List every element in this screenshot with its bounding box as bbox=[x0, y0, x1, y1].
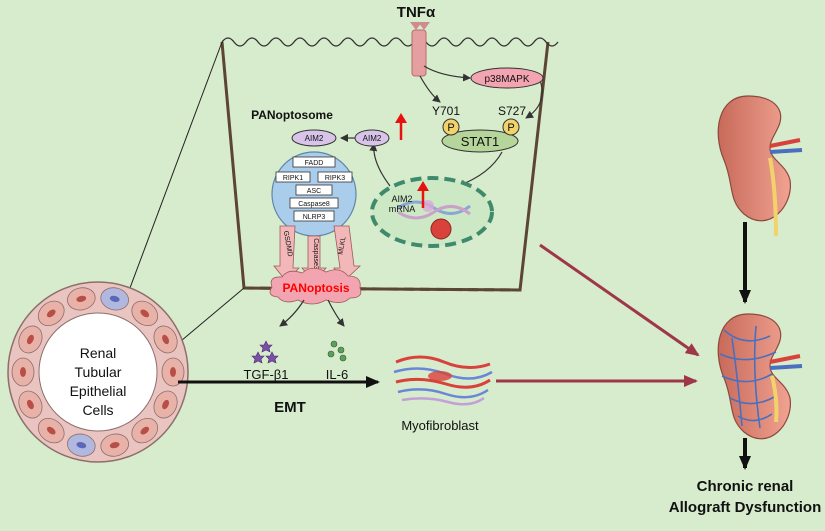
epithelial-nucleus bbox=[26, 334, 34, 345]
emt-label: EMT bbox=[274, 399, 306, 416]
epithelial-nucleus bbox=[46, 309, 56, 318]
il6-molecule-icon bbox=[327, 340, 347, 362]
cells-label-line3: Epithelial bbox=[70, 383, 127, 399]
stat1-label: STAT1 bbox=[461, 134, 500, 149]
cell-membrane bbox=[221, 37, 559, 47]
component-ripk1 bbox=[275, 171, 311, 183]
epithelial-nucleus bbox=[140, 426, 150, 435]
arrow-mrna-to-aim2 bbox=[369, 143, 391, 187]
aim2-gene-label: AIM2 bbox=[391, 194, 412, 204]
renal-tubule bbox=[7, 281, 189, 463]
component-nlrp3 bbox=[293, 210, 335, 222]
component-ripk3-label: RIPK3 bbox=[325, 175, 345, 182]
outcome-line2: Allograft Dysfunction bbox=[669, 499, 822, 516]
epithelial-nucleus bbox=[26, 399, 34, 410]
site-s727-label: S727 bbox=[498, 104, 526, 118]
effector-mlkl-label: MLKL bbox=[337, 236, 347, 255]
tnf-receptor bbox=[410, 22, 430, 77]
aim2-up-arrow-icon bbox=[395, 113, 407, 140]
arrow-receptor-to-p38 bbox=[423, 65, 471, 82]
panoptosis-label: PANoptosis bbox=[282, 281, 349, 295]
epithelial-nucleus bbox=[109, 295, 120, 303]
phospho-s727-label: P bbox=[507, 122, 514, 134]
outcome-line1: Chronic renal bbox=[697, 478, 794, 495]
epithelial-nucleus bbox=[162, 399, 170, 410]
panoptosome-title: PANoptosome bbox=[251, 108, 333, 122]
arrow-to-tgfb1 bbox=[279, 299, 305, 327]
cell-dashed-base bbox=[243, 286, 521, 292]
epithelial-nucleus bbox=[76, 295, 87, 303]
component-caspase8 bbox=[289, 197, 339, 209]
panoptosome-aim2-label: AIM2 bbox=[305, 134, 324, 143]
panoptosome-aim2 bbox=[291, 129, 337, 147]
effector-mlkl: MLKL bbox=[333, 225, 362, 282]
arrow-receptor-to-y701 bbox=[419, 75, 441, 103]
component-asc bbox=[295, 184, 333, 196]
il6-label: IL-6 bbox=[326, 367, 348, 382]
phospho-y701 bbox=[442, 118, 460, 136]
component-caspase8-label: Caspase8 bbox=[298, 201, 330, 208]
epithelial-nucleus bbox=[46, 426, 56, 435]
healthy-kidney-icon bbox=[717, 95, 803, 237]
epithelial-nucleus bbox=[109, 441, 120, 449]
arrow-p38-to-s727 bbox=[525, 79, 543, 119]
nucleolus bbox=[430, 218, 452, 240]
dna-strand-icon bbox=[397, 200, 471, 220]
cells-label-line2: Tubular bbox=[75, 364, 122, 380]
aim2-protein bbox=[354, 129, 390, 147]
zoom-line-upper bbox=[111, 41, 223, 337]
tgfb1-label: TGF-β1 bbox=[243, 367, 288, 382]
stat1-node bbox=[441, 129, 519, 153]
tgfb1-molecule-icon bbox=[251, 340, 279, 364]
mrna-label: mRNA bbox=[389, 204, 416, 214]
phospho-y701-label: P bbox=[447, 122, 454, 134]
zoom-line-lower bbox=[174, 287, 245, 347]
fibrotic-kidney-icon bbox=[717, 313, 803, 440]
cell-boundary bbox=[220, 41, 550, 292]
phospho-s727 bbox=[502, 118, 520, 136]
epithelial-nucleus bbox=[76, 441, 87, 449]
tnf-alpha-label: TNFα bbox=[397, 4, 436, 21]
component-ripk3 bbox=[317, 171, 353, 183]
component-asc-label: ASC bbox=[307, 188, 321, 195]
cells-label-line1: Renal bbox=[80, 345, 117, 361]
p38mapk-node bbox=[470, 67, 544, 89]
epithelial-nucleus bbox=[170, 367, 176, 377]
component-nlrp3-label: NLRP3 bbox=[303, 214, 326, 221]
effector-caspase3-label: Caspase3 bbox=[312, 238, 319, 270]
site-y701-label: Y701 bbox=[432, 104, 460, 118]
epithelial-nucleus bbox=[140, 309, 150, 318]
cells-label-line4: Cells bbox=[82, 402, 113, 418]
myofibroblast-label: Myofibroblast bbox=[401, 418, 479, 433]
panoptosis-cloud bbox=[269, 267, 362, 305]
aim2-protein-label: AIM2 bbox=[363, 134, 382, 143]
component-fadd-label: FADD bbox=[305, 160, 324, 167]
arrow-to-il6 bbox=[327, 299, 345, 327]
arrow-cell-to-kidney bbox=[539, 243, 700, 357]
myofibroblast-icon bbox=[393, 355, 493, 406]
component-ripk1-label: RIPK1 bbox=[283, 175, 303, 182]
effector-gsdmd-label: GSDMD bbox=[282, 230, 293, 257]
arrow-stat1-to-nucleus bbox=[457, 151, 503, 188]
epithelial-nucleus bbox=[20, 367, 26, 377]
mrna-up-arrow-icon bbox=[417, 181, 429, 208]
p38mapk-label: p38MAPK bbox=[484, 74, 529, 85]
epithelial-nucleus bbox=[162, 334, 170, 345]
component-fadd bbox=[292, 156, 336, 168]
